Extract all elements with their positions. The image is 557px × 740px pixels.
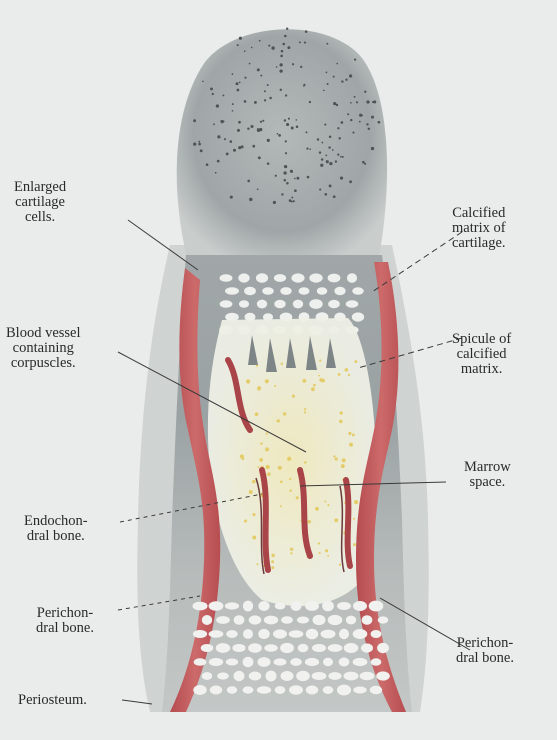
label-marrow-space: Marrow space. bbox=[464, 460, 511, 490]
label-periosteum: Periosteum. bbox=[18, 693, 87, 708]
label-calcified-matrix: Calcified matrix of cartilage. bbox=[452, 206, 506, 251]
label-blood-vessel: Blood vessel containing corpuscles. bbox=[6, 326, 81, 371]
label-perichondral-bone-right: Perichon- dral bone. bbox=[456, 636, 514, 666]
label-spicule-calcified-matrix: Spicule of calcified matrix. bbox=[452, 332, 511, 377]
label-enlarged-cartilage-cells: Enlarged cartilage cells. bbox=[14, 180, 66, 225]
label-endochondral-bone: Endochon- dral bone. bbox=[24, 514, 88, 544]
label-perichondral-bone-left: Perichon- dral bone. bbox=[36, 606, 94, 636]
